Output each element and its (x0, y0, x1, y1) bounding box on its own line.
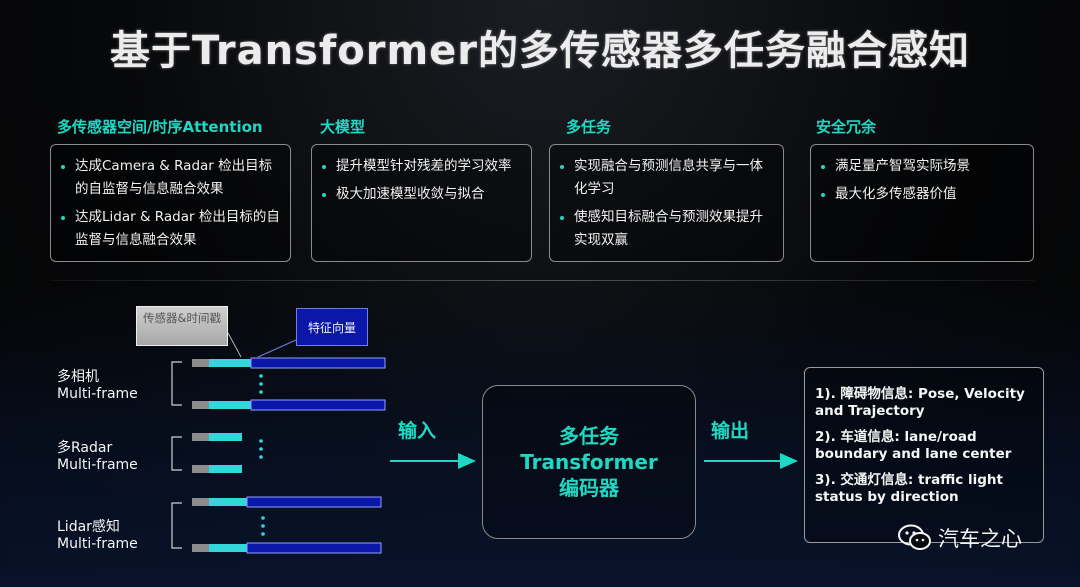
list-item: 提升模型针对残差的学习效率 (320, 155, 521, 178)
list-item: 使感知目标融合与预测效果提升实现双赢 (558, 206, 773, 252)
callout-feature-vector: 特征向量 (296, 308, 368, 346)
feature-vector-bar (250, 357, 386, 369)
input-label-line: 多Radar (57, 440, 113, 456)
output-box: 1). 障碍物信息: Pose, Velocity and Trajectory… (804, 367, 1044, 543)
card-large-model: 提升模型针对残差的学习效率 极大加速模型收敛与拟合 (311, 144, 532, 262)
output-item: 3). 交通灯信息: traffic light status by direc… (815, 472, 1003, 505)
column-heading-large-model: 大模型 (320, 118, 366, 136)
input-label-line: Multi-frame (57, 457, 138, 473)
section-divider (50, 280, 1035, 281)
callout-sensor-timestamp: 传感器&时间戳 (136, 306, 228, 346)
encoder-label-line: 多任务 (559, 424, 619, 448)
page-title: 基于Transformer的多传感器多任务融合感知 (109, 28, 971, 74)
input-arrow-label: 输入 (398, 420, 437, 442)
bracket-camera (171, 361, 182, 406)
bracket-radar (171, 436, 182, 471)
list-item: 达成Lidar & Radar 检出目标的自监督与信息融合效果 (59, 206, 280, 252)
output-item: 2). 车道信息: lane/road boundary and lane ce… (815, 429, 1012, 462)
list-item: 达成Camera & Radar 检出目标的自监督与信息融合效果 (59, 155, 280, 201)
sensor-segment (209, 433, 242, 441)
sensor-segment (209, 465, 242, 473)
output-arrow-label: 输出 (711, 420, 750, 442)
output-item: 1). 障碍物信息: Pose, Velocity and Trajectory (815, 386, 1025, 419)
timestamp-segment (192, 465, 209, 473)
list-item: 实现融合与预测信息共享与一体化学习 (558, 155, 773, 201)
sensor-segment (209, 359, 251, 367)
column-heading-attention: 多传感器空间/时序Attention (57, 118, 263, 136)
timestamp-segment (192, 544, 209, 552)
timestamp-segment (192, 433, 209, 441)
card-attention: 达成Camera & Radar 检出目标的自监督与信息融合效果 达成Lidar… (50, 144, 291, 262)
watermark-text: 汽车之心 (938, 527, 1022, 551)
transformer-encoder-box: 多任务 Transformer 编码器 (482, 385, 696, 539)
wechat-icon (898, 524, 931, 550)
timestamp-segment (192, 359, 209, 367)
list-item: 最大化多传感器价值 (819, 183, 1023, 206)
callout-pointer (227, 332, 242, 358)
sensor-segment (209, 544, 247, 552)
timestamp-segment (192, 401, 209, 409)
list-item: 极大加速模型收敛与拟合 (320, 183, 521, 206)
callout-pointer (257, 339, 297, 358)
input-label-line: Lidar感知 (57, 519, 120, 535)
encoder-label-line: 编码器 (559, 476, 619, 500)
timestamp-segment (192, 498, 209, 506)
sensor-segment (209, 401, 251, 409)
input-label-camera: 多相机 Multi-frame (57, 369, 138, 403)
feature-vector-bar (246, 542, 382, 554)
feature-vector-bar (246, 496, 382, 508)
input-label-line: Multi-frame (57, 386, 138, 402)
input-label-line: Multi-frame (57, 536, 138, 552)
column-heading-multitask: 多任务 (566, 118, 612, 136)
input-label-lidar: Lidar感知 Multi-frame (57, 519, 138, 553)
column-heading-safety: 安全冗余 (816, 118, 877, 136)
sensor-segment (209, 498, 247, 506)
encoder-label-line: Transformer (520, 450, 658, 474)
input-label-radar: 多Radar Multi-frame (57, 440, 138, 474)
card-safety: 满足量产智驾实际场景 最大化多传感器价值 (810, 144, 1034, 262)
list-item: 满足量产智驾实际场景 (819, 155, 1023, 178)
input-label-line: 多相机 (57, 369, 99, 385)
feature-vector-bar (250, 399, 386, 411)
watermark: 汽车之心 (898, 523, 1022, 553)
bracket-lidar (171, 502, 182, 549)
card-multitask: 实现融合与预测信息共享与一体化学习 使感知目标融合与预测效果提升实现双赢 (549, 144, 784, 262)
